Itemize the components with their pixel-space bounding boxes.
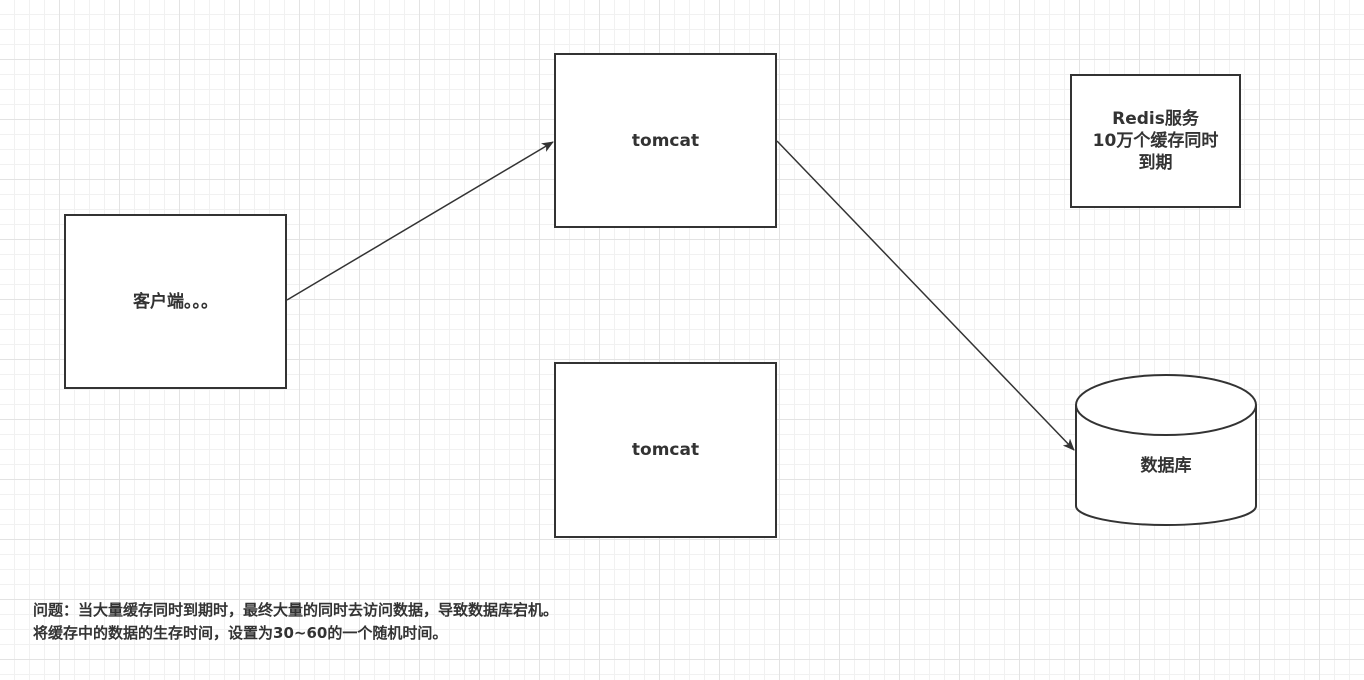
client-label: 客户端。。。 [133, 291, 218, 312]
redis-node[interactable]: Redis服务 10万个缓存同时 到期 [1070, 74, 1241, 208]
note-line-1: 问题：当大量缓存同时到期时，最终大量的同时去访问数据，导致数据库宕机。 [33, 601, 559, 619]
tomcat-label-2: tomcat [631, 440, 700, 460]
client-node[interactable]: 客户端。。。 [64, 214, 287, 389]
redis-label-line3: 到期 [1138, 153, 1173, 173]
tomcat-node-2[interactable]: tomcat [554, 362, 777, 538]
note-line-2: 将缓存中的数据的生存时间，设置为30~60的一个随机时间。 [33, 624, 448, 642]
redis-label: Redis服务 10万个缓存同时 到期 [1093, 108, 1219, 174]
tomcat-node-1[interactable]: tomcat [554, 53, 777, 228]
tomcat-label-1: tomcat [631, 130, 700, 151]
edge-tomcat-to-database[interactable] [776, 140, 1075, 451]
database-cylinder[interactable] [1075, 374, 1257, 526]
redis-label-line1: Redis服务 [1112, 109, 1199, 129]
note-text: 问题：当大量缓存同时到期时，最终大量的同时去访问数据，导致数据库宕机。 将缓存中… [33, 599, 558, 645]
edge-client-to-tomcat[interactable] [286, 141, 554, 301]
redis-label-line2: 10万个缓存同时 [1092, 131, 1219, 151]
database-label: 数据库 [1140, 456, 1192, 476]
